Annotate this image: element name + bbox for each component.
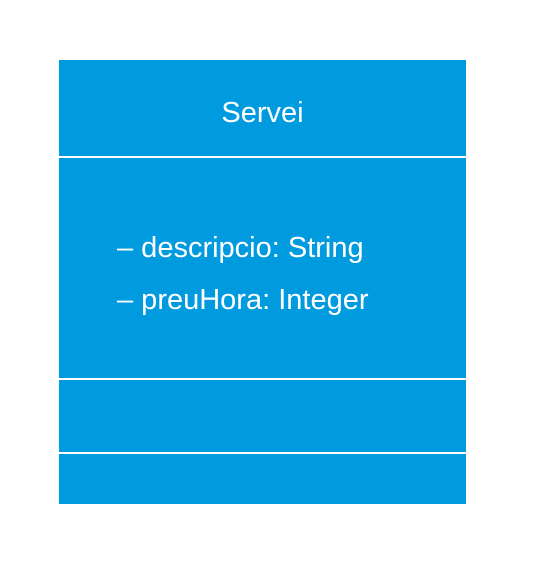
attribute-preuhora: – preuHora: Integer (117, 284, 369, 316)
attribute-descripcio: – descripcio: String (117, 232, 364, 264)
divider-operations-extra (59, 452, 466, 454)
extra-compartment (59, 454, 466, 504)
class-name: Servei (221, 97, 304, 129)
divider-attributes-operations (59, 378, 466, 380)
divider-name-attributes (59, 156, 466, 158)
uml-class-servei: Servei – descripcio: String – preuHora: … (59, 60, 466, 504)
operations-compartment (59, 380, 466, 452)
class-name-compartment: Servei (59, 60, 466, 156)
attributes-compartment: – descripcio: String – preuHora: Integer (59, 158, 466, 378)
